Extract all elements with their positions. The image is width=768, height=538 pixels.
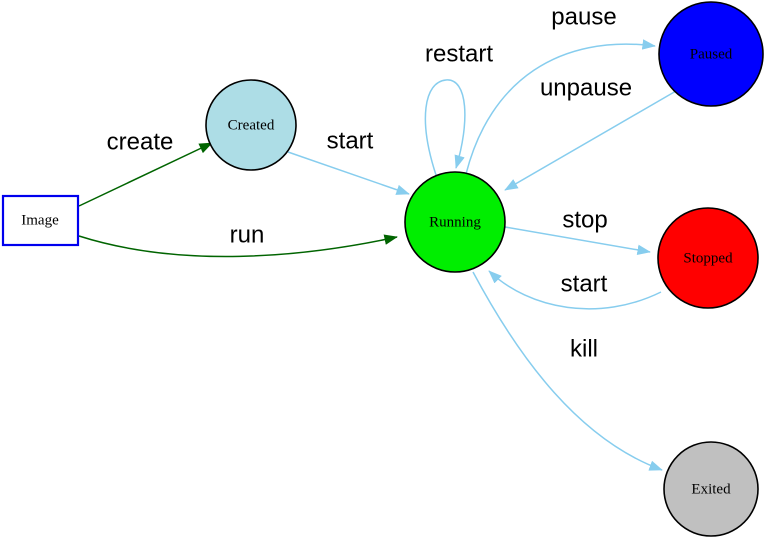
node-created[interactable]: Created: [205, 79, 297, 171]
edge-kill-label: kill: [570, 335, 598, 362]
edge-start-created-path: [287, 151, 410, 195]
edge-run[interactable]: run: [78, 221, 398, 258]
edge-start-stopped-path: [488, 270, 662, 310]
edge-pause-path: [465, 39, 656, 175]
node-exited-shape: [663, 441, 759, 537]
node-created-shape: [205, 79, 297, 171]
node-exited-label: Exited: [691, 481, 731, 497]
edge-unpause[interactable]: unpause: [504, 74, 677, 191]
node-running-shape: [404, 171, 506, 273]
edge-start-stopped[interactable]: start: [488, 270, 662, 310]
edge-restart-label: restart: [425, 40, 493, 67]
edge-pause-label: pause: [551, 3, 616, 30]
node-running[interactable]: Running: [404, 171, 506, 273]
edge-create[interactable]: create: [78, 128, 213, 207]
edge-start-created[interactable]: start: [287, 127, 410, 195]
edge-kill-path: [472, 271, 663, 471]
node-exited[interactable]: Exited: [663, 441, 759, 537]
edge-create-path: [78, 142, 213, 207]
edge-create-label: create: [107, 128, 174, 155]
edge-restart[interactable]: restart: [424, 40, 493, 176]
node-stopped-shape: [657, 207, 759, 309]
edge-pause[interactable]: pause: [465, 3, 656, 175]
node-running-label: Running: [429, 214, 481, 230]
edge-unpause-label: unpause: [540, 74, 632, 101]
edge-unpause-path: [504, 90, 677, 191]
node-image-shape: [1, 194, 80, 247]
edge-start-created-label: start: [327, 127, 374, 154]
node-image[interactable]: Image: [1, 194, 80, 247]
node-paused[interactable]: Paused: [658, 1, 764, 107]
node-paused-shape: [658, 1, 764, 107]
node-created-label: Created: [228, 117, 275, 133]
edge-restart-path: [424, 79, 466, 176]
edge-run-path: [78, 234, 398, 258]
node-stopped-label: Stopped: [683, 250, 733, 266]
node-paused-label: Paused: [690, 46, 733, 62]
edge-start-stopped-label: start: [561, 270, 608, 297]
edge-kill[interactable]: kill: [472, 271, 663, 471]
node-image-label: Image: [21, 212, 59, 228]
node-stopped[interactable]: Stopped: [657, 207, 759, 309]
edge-stop-path: [504, 226, 651, 256]
edges-layer: create run start restart pause: [78, 3, 677, 471]
edge-stop[interactable]: stop: [504, 206, 651, 256]
edge-stop-label: stop: [562, 206, 607, 233]
edge-run-label: run: [230, 221, 265, 248]
